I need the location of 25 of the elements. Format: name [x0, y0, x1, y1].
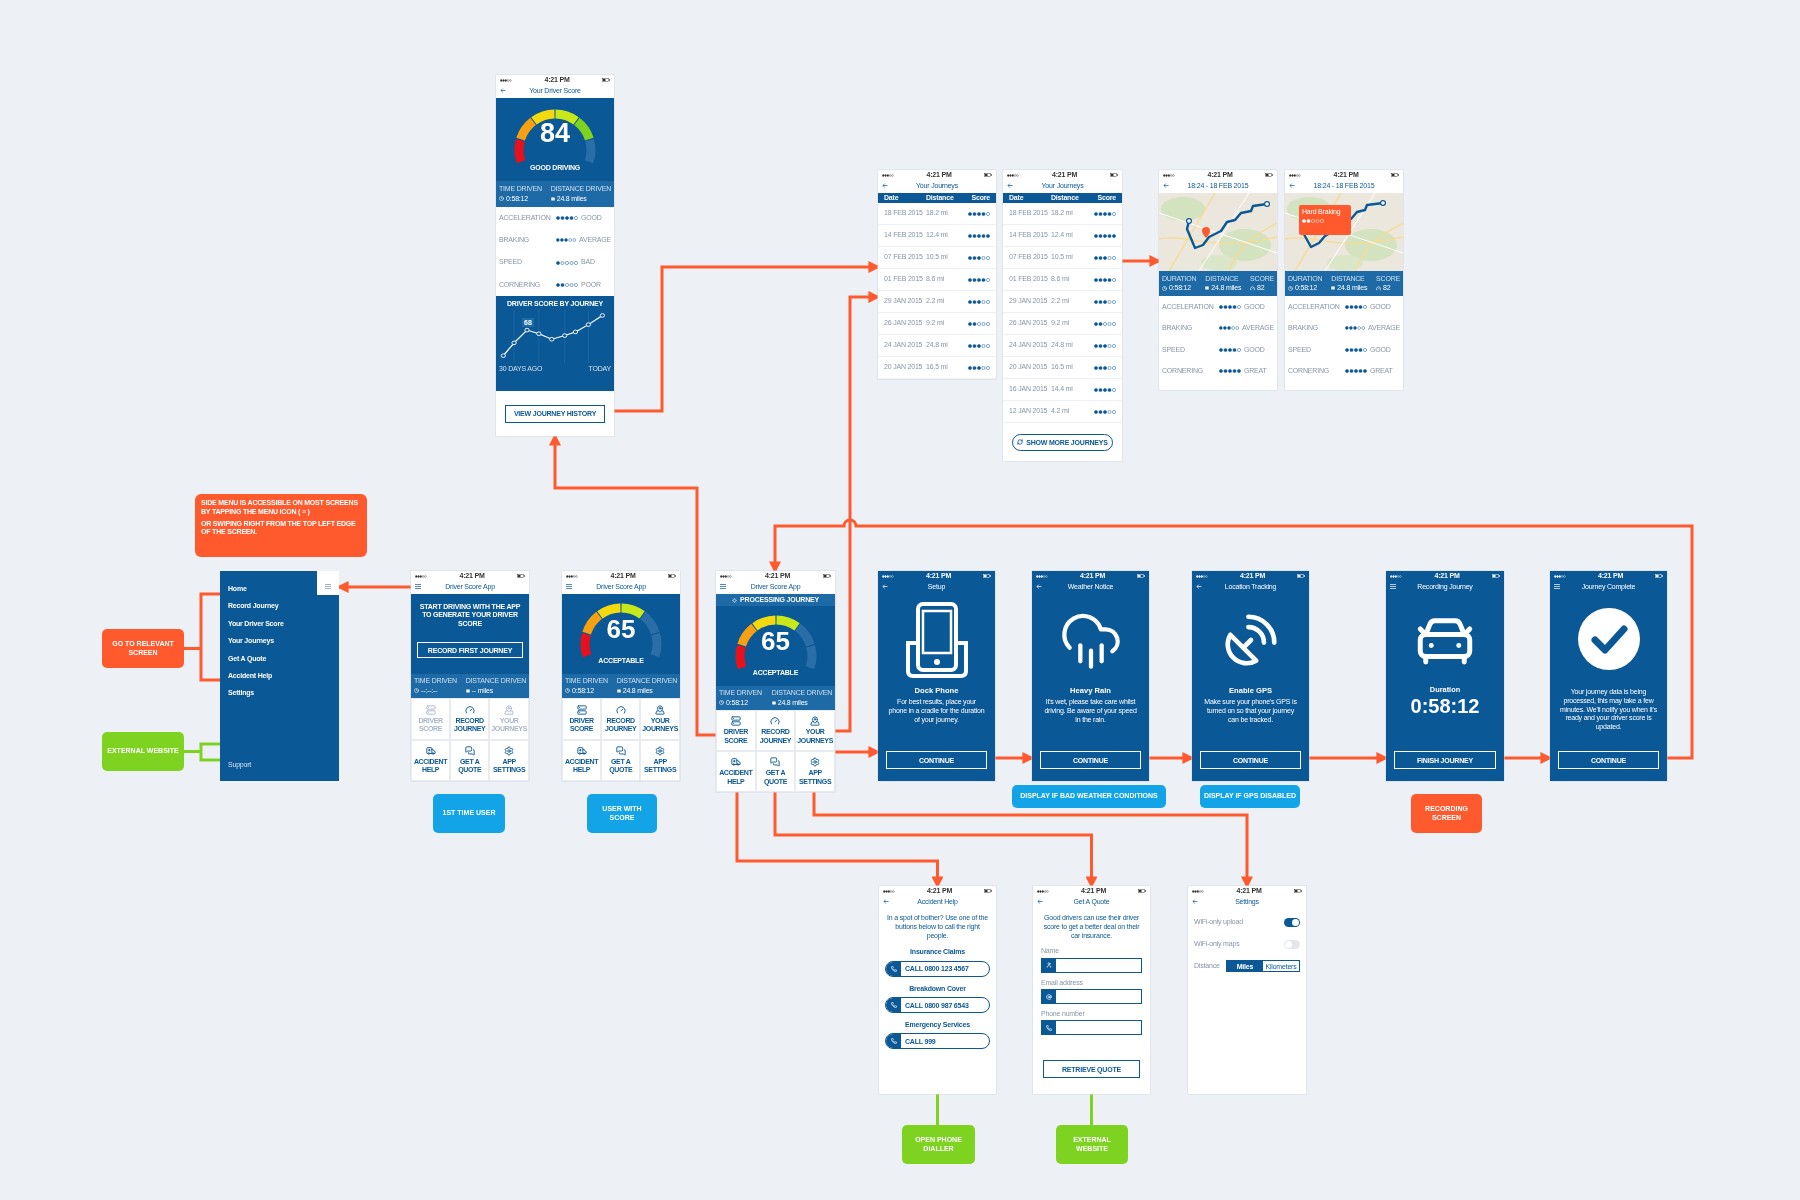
phone-screen: [562, 571, 680, 781]
phone-screen: [1003, 170, 1122, 461]
connector-line: [1090, 1094, 1093, 1125]
connector-line: [182, 742, 222, 762]
phone-screen: [879, 886, 996, 1094]
phone-screen: [496, 75, 614, 436]
connector-line: [936, 1094, 939, 1125]
phone-screen: [878, 170, 996, 379]
score-number: 65: [761, 628, 790, 654]
phone-screen: [1159, 170, 1277, 390]
note-box: [195, 494, 367, 557]
phone-screen: [1188, 886, 1306, 1094]
phone-screen: [716, 571, 835, 792]
phone-screen: [411, 571, 529, 781]
phone-screen: [1386, 571, 1504, 781]
score-number: 65: [606, 616, 636, 642]
connector-line: [182, 592, 222, 682]
phone-screen: [1285, 170, 1403, 390]
phone-screen: [1033, 886, 1150, 1094]
phone-screen: [878, 571, 995, 781]
score-number: 84: [539, 120, 570, 147]
phone-screen: [1032, 571, 1149, 781]
phone-screen: [1192, 571, 1309, 781]
duration-timer: 0:58:12: [1409, 694, 1481, 717]
phone-screen: [1550, 571, 1667, 781]
